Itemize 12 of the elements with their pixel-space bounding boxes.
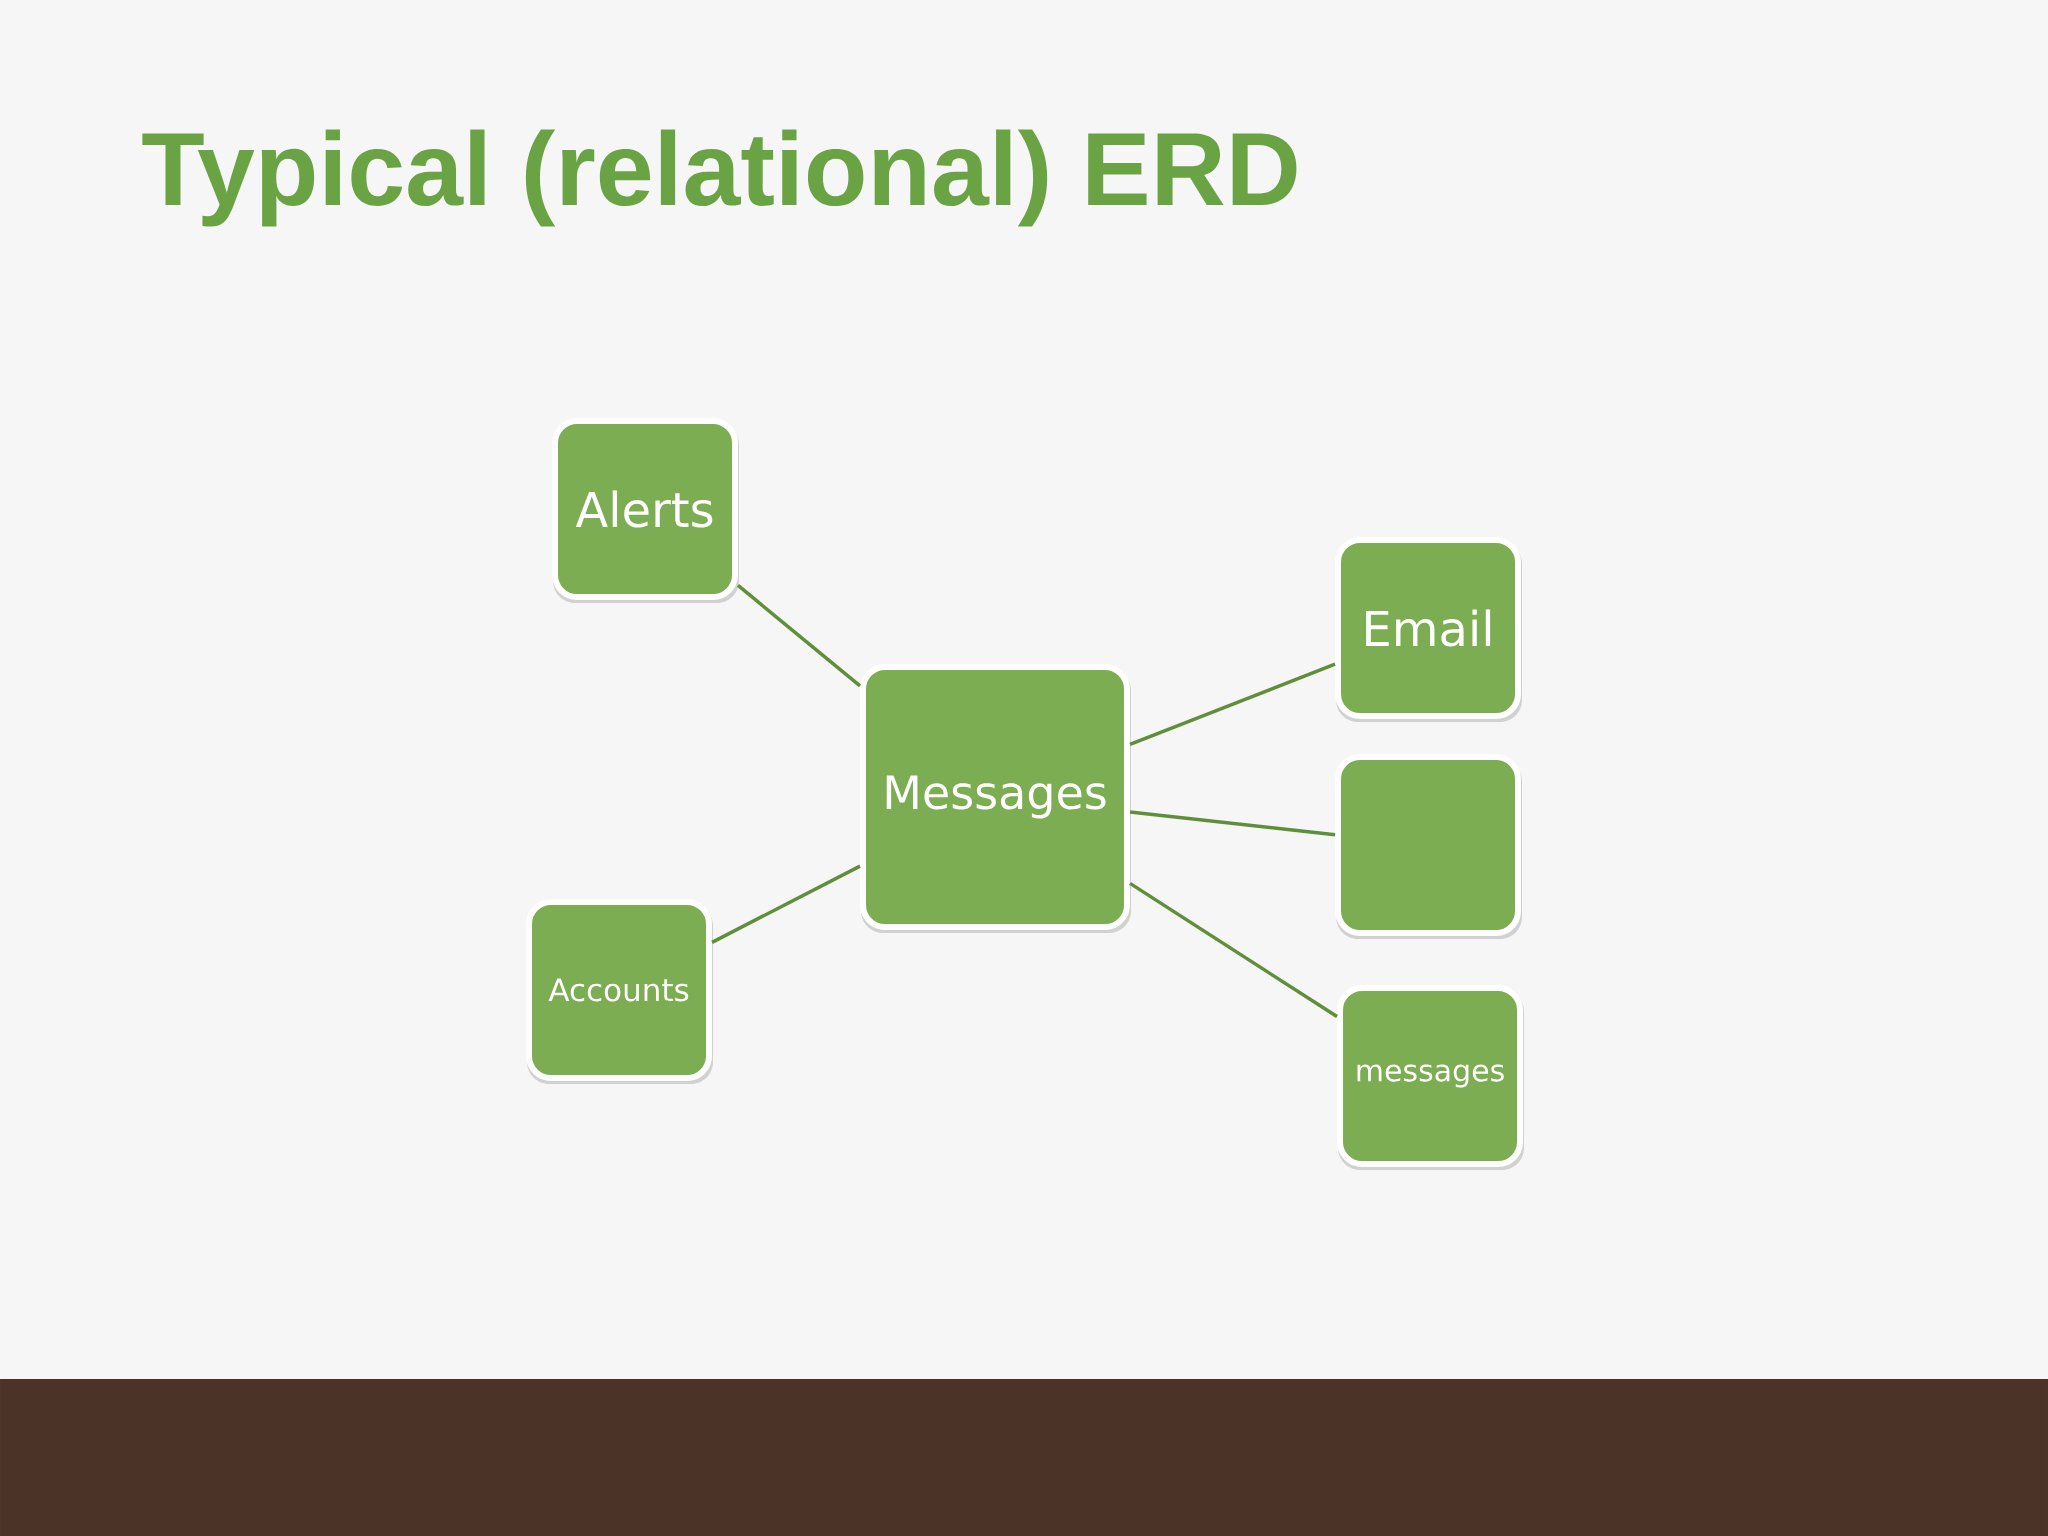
slide-title: Typical (relational) ERD — [142, 129, 1297, 227]
entity-box: Messages — [860, 664, 1131, 933]
connector-line — [1129, 662, 1336, 747]
connector-line — [736, 584, 862, 688]
connector-line — [1129, 881, 1338, 1019]
entity-box: Email — [1335, 537, 1522, 722]
entity-box — [1335, 754, 1522, 939]
entity-box: Accounts — [526, 899, 713, 1084]
connector-line — [711, 864, 861, 944]
entity-box: messages — [1337, 985, 1524, 1170]
entity-box: Alerts — [552, 418, 739, 603]
connector-line — [1129, 810, 1336, 837]
